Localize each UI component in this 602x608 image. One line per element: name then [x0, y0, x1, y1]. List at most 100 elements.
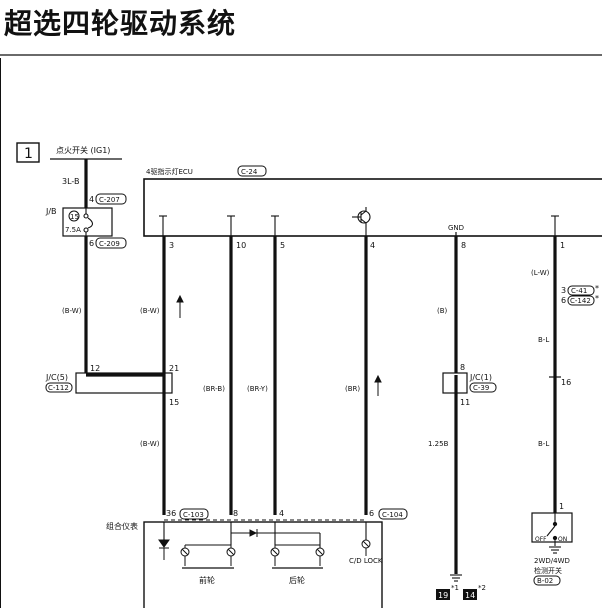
indicator-lamp-icon — [361, 539, 371, 556]
ecu-pin-5: 5 — [280, 241, 285, 250]
wire-bl-label-2: B-L — [538, 440, 549, 448]
conn-c142-box — [567, 295, 595, 306]
conn-c41-box — [567, 285, 595, 296]
conn-c41-label: C-41 — [571, 287, 587, 295]
wire-bry-label: (BR-Y) — [247, 385, 268, 393]
cluster-label: 组合仪表 — [106, 521, 138, 531]
wire-br-label: (BR) — [345, 385, 360, 393]
indicator-lamp-icon — [270, 545, 280, 566]
jc5-box — [75, 372, 173, 394]
section-box — [16, 142, 40, 163]
conn-c112-box — [45, 382, 73, 393]
ecu-pin-10: 10 — [236, 241, 246, 250]
wire-125b-label: 1.25B — [428, 440, 449, 448]
cluster-box — [143, 521, 383, 608]
fuse-number-circle — [68, 210, 80, 222]
ground-14-sup: *2 — [478, 584, 486, 592]
pin-4b-label: 4 — [279, 509, 284, 518]
conn-b02-box — [533, 575, 561, 586]
jb-label: J/B — [45, 207, 57, 216]
pin-11-label: 11 — [460, 398, 470, 407]
ecu-pin-1: 1 — [560, 241, 565, 250]
switch-name-line-1: 2WD/4WD — [534, 557, 570, 565]
section-number: 1 — [24, 146, 33, 162]
transistor-icon — [352, 207, 371, 236]
arrow-up-icon — [176, 294, 184, 318]
ground-19-sup: *1 — [451, 584, 459, 592]
pin-16-label: 16 — [561, 378, 571, 387]
pin-21-label: 21 — [169, 364, 179, 373]
ground-icon — [549, 546, 561, 554]
conn-c41-star: * — [595, 284, 599, 293]
conn-b02-label: B-02 — [537, 577, 553, 585]
ecu-pin-3: 3 — [169, 241, 174, 250]
ecu-name: 4驱指示灯ECU — [146, 167, 193, 176]
conn-c103-label: C-103 — [183, 511, 204, 519]
wire-3lb-label: 3L-B — [62, 177, 80, 186]
ecu-pin-8: 8 — [461, 241, 466, 250]
wire-bw-label-1: (B-W) — [62, 307, 82, 315]
indicator-lamp-icon — [315, 547, 325, 566]
wire-bl-label-1: B-L — [538, 336, 549, 344]
ground-icon — [450, 574, 462, 582]
conn-c39-label: C-39 — [473, 384, 489, 392]
conn-c209-box — [95, 237, 127, 249]
ground-14-box — [463, 589, 477, 600]
conn-c24-box — [237, 165, 267, 177]
detection-switch-box — [531, 512, 573, 543]
conn-c24-label: C-24 — [241, 168, 258, 176]
conn-c112-label: C-112 — [48, 384, 69, 392]
ground-19-label: 19 — [438, 591, 448, 600]
ecu-body — [143, 178, 602, 237]
ecu-pin-4: 4 — [370, 241, 375, 250]
pin-6-label: 6 — [89, 239, 94, 248]
pin-15-label: 15 — [169, 398, 179, 407]
page-title: 超选四轮驱动系统 — [4, 7, 237, 40]
jc1-pin-8-label: 8 — [460, 363, 465, 372]
switch-off-label: OFF — [535, 536, 547, 543]
pin-1-label: 1 — [559, 502, 564, 511]
conn-c104-label: C-104 — [382, 511, 403, 519]
wire-b-label: (B) — [437, 307, 448, 315]
front-wheels-label: 前轮 — [199, 575, 215, 585]
conn-c103-box — [179, 508, 209, 520]
wire-brb-label: (BR-B) — [203, 385, 225, 393]
indicator-lamp-icon — [226, 545, 236, 566]
ground-14-label: 14 — [465, 591, 475, 600]
pin-3-label: 3 — [561, 286, 566, 295]
pin-6c-label: 6 — [369, 509, 374, 518]
pin-36-label: 36 — [166, 509, 176, 518]
arrow-up-icon — [374, 374, 382, 396]
jc5-label: J/C(5) — [45, 373, 68, 382]
wire-lw-label: (L-W) — [531, 269, 550, 277]
jc1-label: J/C(1) — [469, 373, 492, 382]
switch-icon — [546, 513, 558, 546]
conn-c39-box — [469, 382, 497, 393]
fuse-icon — [83, 208, 94, 236]
wire-bw-label-2: (B-W) — [140, 307, 160, 315]
wire-bw-label-3: (B-W) — [140, 440, 160, 448]
conn-c104-box — [378, 508, 408, 520]
gnd-label: GND — [448, 224, 464, 232]
conn-c207-label: C-207 — [99, 196, 120, 204]
pin-4-label: 4 — [89, 195, 94, 204]
diode-icon — [158, 539, 170, 560]
cluster-internal-wiring — [163, 522, 367, 548]
switch-name-line-2: 检测开关 — [534, 566, 562, 575]
pin-12-label: 12 — [90, 364, 100, 373]
ground-19-box — [436, 589, 450, 600]
conn-c209-label: C-209 — [99, 240, 120, 248]
rear-wheels-label: 后轮 — [289, 575, 305, 585]
indicator-lamp-icon — [180, 545, 190, 566]
fuse-rating: 7.5A — [65, 226, 81, 234]
switch-on-label: ON — [558, 536, 567, 543]
ecu-internal-pins — [159, 215, 559, 236]
pin-6b-label: 6 — [561, 296, 566, 305]
pin-8b-label: 8 — [233, 509, 238, 518]
diode-icon — [249, 529, 258, 537]
cd-lock-label: C/D LOCK — [349, 557, 383, 565]
fuse-number: 15 — [70, 213, 79, 221]
conn-c207-box — [95, 193, 127, 205]
conn-c142-star: * — [595, 294, 599, 303]
